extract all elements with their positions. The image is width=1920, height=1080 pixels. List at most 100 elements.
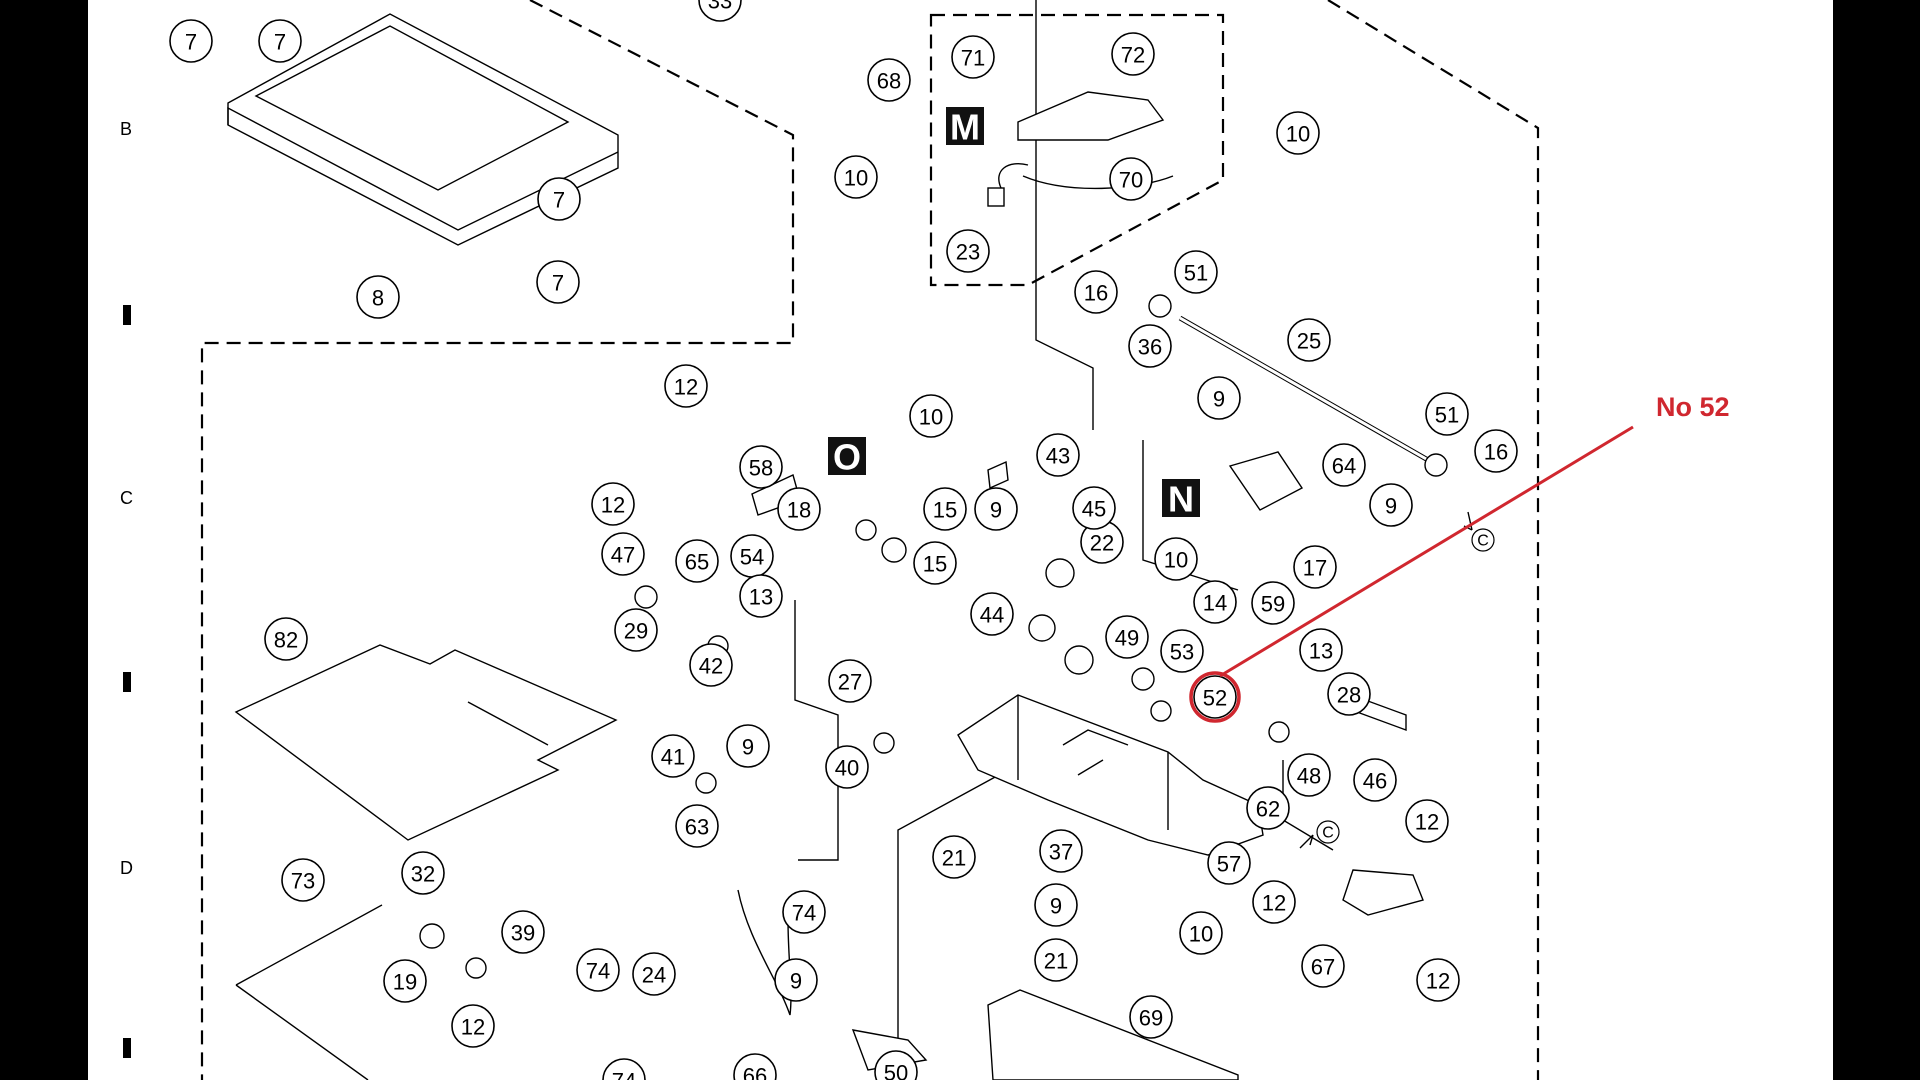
part-callout-10: 10 <box>1179 911 1223 955</box>
part-callout-label: 13 <box>749 585 773 610</box>
part-callout-9: 9 <box>1197 376 1241 420</box>
part-callout-53: 53 <box>1160 629 1204 673</box>
part-callout-12: 12 <box>1405 799 1449 843</box>
scanner-lid-part <box>227 13 619 246</box>
part-callout-label: 9 <box>742 735 754 760</box>
part-callout-10: 10 <box>834 155 878 199</box>
part-callout-label: 39 <box>511 921 535 946</box>
boundary-line <box>1035 0 1094 430</box>
part-callout-label: 33 <box>708 0 732 14</box>
part-callout-46: 46 <box>1353 758 1397 802</box>
part-callout-52: 52 <box>1193 675 1237 719</box>
part-callout-label: 73 <box>291 869 315 894</box>
part-callout-label: 37 <box>1049 840 1073 865</box>
part-callout-label: 9 <box>990 498 1002 523</box>
part-callout-label: 12 <box>601 493 625 518</box>
part-callout-45: 45 <box>1072 486 1116 530</box>
part-callout-74: 74 <box>576 948 620 992</box>
part-callout-label: 7 <box>274 30 286 55</box>
part-callout-label: 72 <box>1121 43 1145 68</box>
lower-plate-part <box>987 989 1239 1080</box>
part-callout-label: 16 <box>1484 440 1508 465</box>
part-callout-label: 7 <box>552 271 564 296</box>
row-divider-mark <box>123 305 131 325</box>
part-callout-7: 7 <box>258 19 302 63</box>
part-callout-label: 46 <box>1363 769 1387 794</box>
part-callout-label: 9 <box>1213 387 1225 412</box>
part-callout-label: 21 <box>942 846 966 871</box>
section-label-n: N <box>1162 479 1200 520</box>
part-callout-label: 54 <box>740 545 764 570</box>
part-callout-50: 50 <box>874 1050 918 1080</box>
part-callout-10: 10 <box>1276 111 1320 155</box>
part-callout-57: 57 <box>1207 841 1251 885</box>
part-callout-29: 29 <box>614 608 658 652</box>
part-callout-label: 45 <box>1082 497 1106 522</box>
row-label-b: B <box>120 119 132 139</box>
part-callout-label: 43 <box>1046 444 1070 469</box>
part-callout-label: 68 <box>877 69 901 94</box>
part-callout-21: 21 <box>1034 938 1078 982</box>
part-callout-32: 32 <box>401 851 445 895</box>
part-callout-49: 49 <box>1105 615 1149 659</box>
part-callout-label: 44 <box>980 603 1004 628</box>
section-label-m: M <box>946 107 984 148</box>
part-callout-label: 70 <box>1119 168 1143 193</box>
part-callout-62: 62 <box>1246 786 1290 830</box>
part-callout-10: 10 <box>909 394 953 438</box>
part-callout-label: 32 <box>411 862 435 887</box>
part-callout-label: 62 <box>1256 797 1280 822</box>
part-callout-12: 12 <box>591 482 635 526</box>
part-callout-7: 7 <box>537 177 581 221</box>
part-callout-label: 15 <box>933 498 957 523</box>
part-callout-label: 12 <box>674 375 698 400</box>
row-label-c: C <box>120 488 133 508</box>
part-callout-label: 12 <box>1415 810 1439 835</box>
row-label-d: D <box>120 858 133 878</box>
part-callout-21: 21 <box>932 835 976 879</box>
part-callout-12: 12 <box>1252 880 1296 924</box>
part-callout-label: 7 <box>553 188 565 213</box>
part-callout-label: 10 <box>844 166 868 191</box>
part-callout-9: 9 <box>774 958 818 1002</box>
part-callout-label: 65 <box>685 550 709 575</box>
part-callout-label: 23 <box>956 240 980 265</box>
part-callout-label: 12 <box>1426 969 1450 994</box>
svg-text:M: M <box>950 107 980 148</box>
part-callout-33: 33 <box>698 0 742 22</box>
part-callout-label: 18 <box>787 498 811 523</box>
part-callout-label: 9 <box>790 969 802 994</box>
boundary-line <box>897 769 1009 1080</box>
part-callout-label: 16 <box>1084 281 1108 306</box>
part-callout-label: 8 <box>372 286 384 311</box>
shaft-25-part <box>1148 294 1448 477</box>
section-m-boundary <box>929 13 1225 287</box>
part-callout-74: 74 <box>602 1058 646 1080</box>
part-callout-label: 13 <box>1309 639 1333 664</box>
part-callout-58: 58 <box>739 445 783 489</box>
part-callout-label: 48 <box>1297 764 1321 789</box>
svg-text:C: C <box>1322 825 1334 842</box>
part-callout-72: 72 <box>1111 32 1155 76</box>
part-callout-16: 16 <box>1074 270 1118 314</box>
part-callout-label: 40 <box>835 756 859 781</box>
part-callout-label: 10 <box>919 405 943 430</box>
part-callout-16: 16 <box>1474 429 1518 473</box>
pcb-82-part <box>234 644 618 841</box>
part-callout-23: 23 <box>946 229 990 273</box>
part-callout-54: 54 <box>730 534 774 578</box>
part-callout-label: 7 <box>185 30 197 55</box>
part-callout-67: 67 <box>1301 944 1345 988</box>
part-callout-label: 14 <box>1203 591 1227 616</box>
boundary-line <box>794 600 839 861</box>
part-callout-9: 9 <box>726 724 770 768</box>
part-callout-36: 36 <box>1128 324 1172 368</box>
assembly-boundary-right <box>1327 0 1540 1080</box>
svg-text:O: O <box>833 437 861 478</box>
part-callout-64: 64 <box>1322 443 1366 487</box>
boundary-line <box>1142 440 1239 591</box>
annotation-label: No 52 <box>1656 392 1730 422</box>
part-callout-47: 47 <box>601 532 645 576</box>
part-callout-9: 9 <box>1034 883 1078 927</box>
